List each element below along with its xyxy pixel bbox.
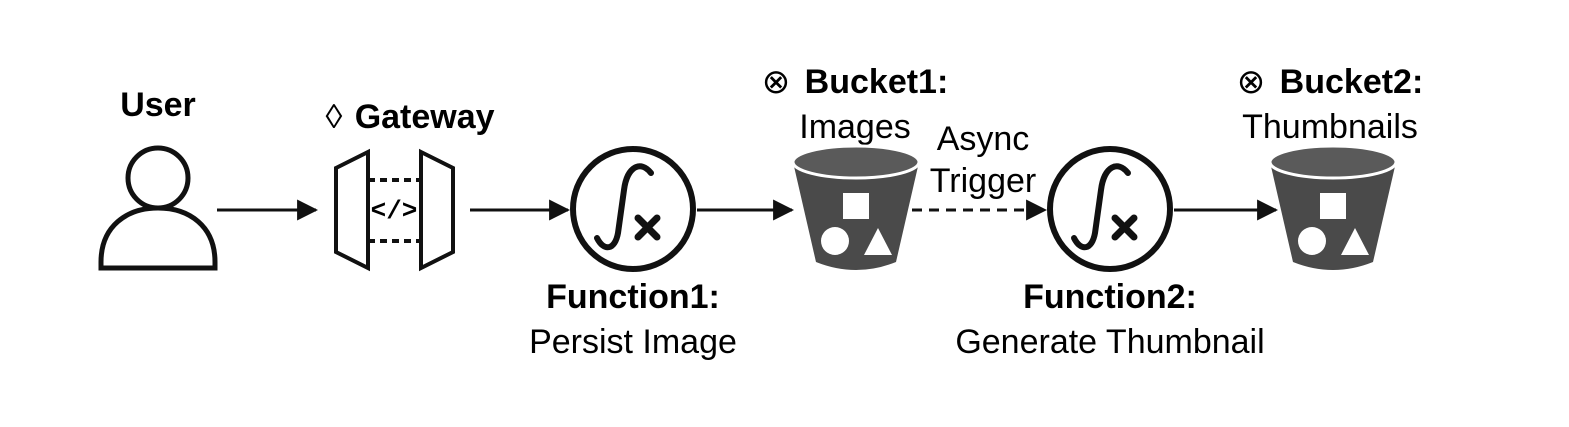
gateway-marker: ◊ bbox=[325, 98, 342, 136]
api-gateway-icon bbox=[334, 148, 455, 272]
function1-subtitle: Persist Image bbox=[529, 323, 737, 361]
user-icon bbox=[98, 145, 218, 271]
bucket1-marker: ⊗ bbox=[762, 63, 791, 101]
code-brackets-icon: </> bbox=[371, 196, 418, 226]
bucket1-subtitle: Images bbox=[799, 108, 911, 146]
storage-bucket-icon bbox=[791, 144, 921, 270]
gateway-label: Gateway bbox=[355, 98, 495, 136]
async-trigger-line1: Async bbox=[937, 120, 1030, 158]
bucket2-subtitle: Thumbnails bbox=[1242, 108, 1418, 146]
bucket1-title-line: ⊗ Bucket1: bbox=[762, 63, 949, 101]
user-label: User bbox=[120, 86, 196, 124]
gateway-label-line: ◊ Gateway bbox=[325, 98, 494, 136]
async-trigger-line2: Trigger bbox=[930, 162, 1036, 200]
function2-title: Function2: bbox=[1023, 278, 1197, 316]
function2-subtitle: Generate Thumbnail bbox=[955, 323, 1264, 361]
bucket2-marker: ⊗ bbox=[1237, 63, 1266, 101]
lambda-function-icon bbox=[1047, 146, 1173, 272]
function1-title: Function1: bbox=[546, 278, 720, 316]
bucket2-title-line: ⊗ Bucket2: bbox=[1237, 63, 1424, 101]
bucket1-title: Bucket1: bbox=[805, 63, 949, 101]
bucket2-title: Bucket2: bbox=[1280, 63, 1424, 101]
storage-bucket-icon bbox=[1268, 144, 1398, 270]
lambda-function-icon bbox=[570, 146, 696, 272]
